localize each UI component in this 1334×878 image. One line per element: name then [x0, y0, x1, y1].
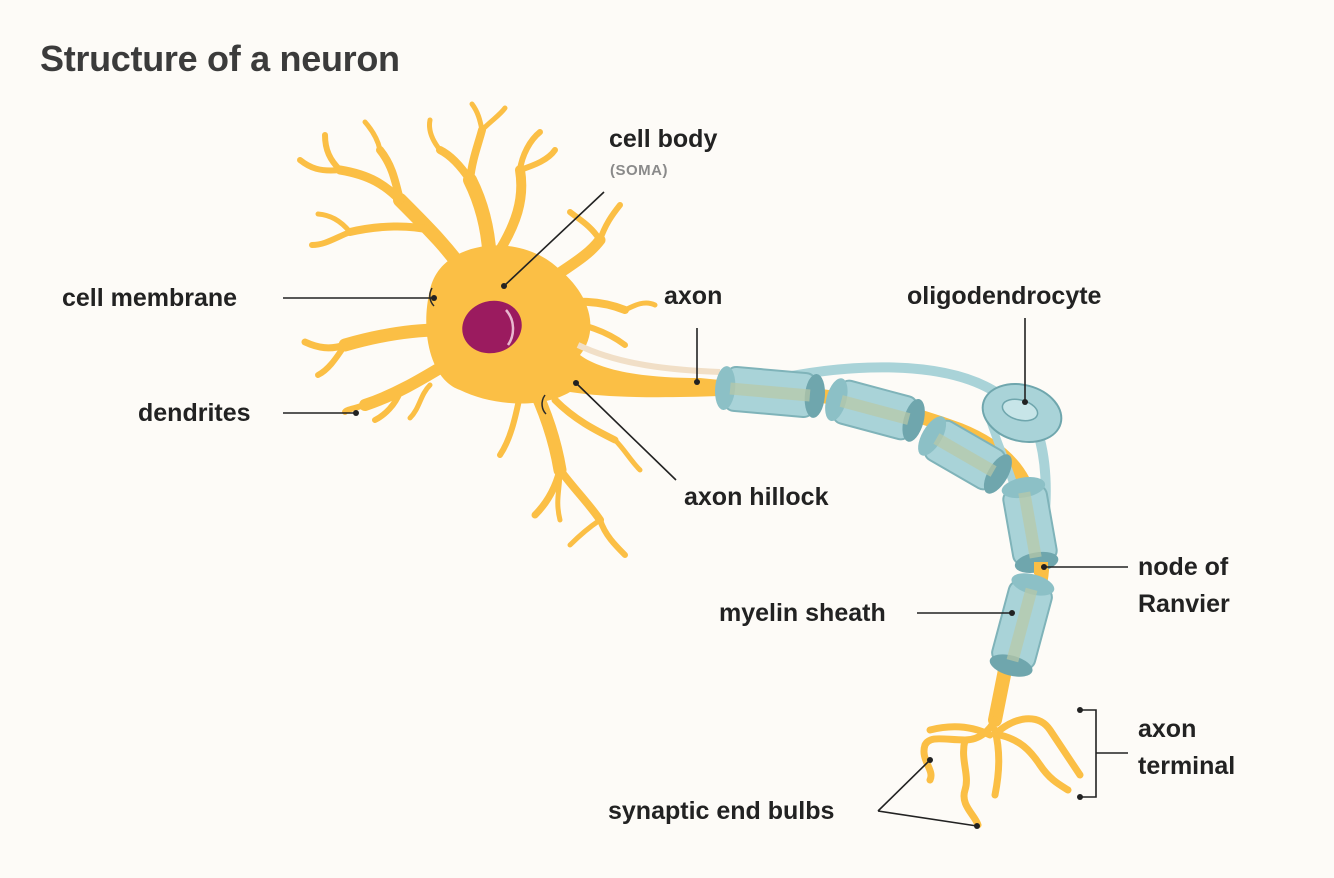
cell-body — [426, 245, 720, 404]
label-soma: (SOMA) — [610, 162, 668, 179]
label-dendrites: dendrites — [138, 399, 251, 427]
leader-dots — [353, 283, 1083, 829]
nucleus — [462, 300, 522, 354]
page-title: Structure of a neuron — [40, 38, 400, 79]
label-cell-body: cell body — [609, 125, 718, 153]
label-node-of-ranvier-2: Ranvier — [1138, 590, 1230, 618]
label-myelin-sheath: myelin sheath — [719, 599, 886, 627]
label-axon-terminal-2: terminal — [1138, 752, 1236, 780]
label-cell-membrane: cell membrane — [62, 284, 238, 312]
axon-terminal — [920, 715, 1084, 829]
leader-lines — [283, 191, 1128, 827]
label-axon-hillock: axon hillock — [684, 483, 829, 511]
label-node-of-ranvier-1: node of — [1138, 553, 1229, 581]
cell-membrane-outline — [576, 342, 721, 375]
dendrites — [297, 101, 658, 558]
label-synaptic-end-bulbs: synaptic end bulbs — [608, 797, 835, 825]
label-axon: axon — [664, 282, 723, 310]
label-oligodendrocyte: oligodendrocyte — [907, 282, 1102, 310]
myelin-sheath — [715, 365, 1059, 677]
label-axon-terminal-1: axon — [1138, 715, 1197, 743]
